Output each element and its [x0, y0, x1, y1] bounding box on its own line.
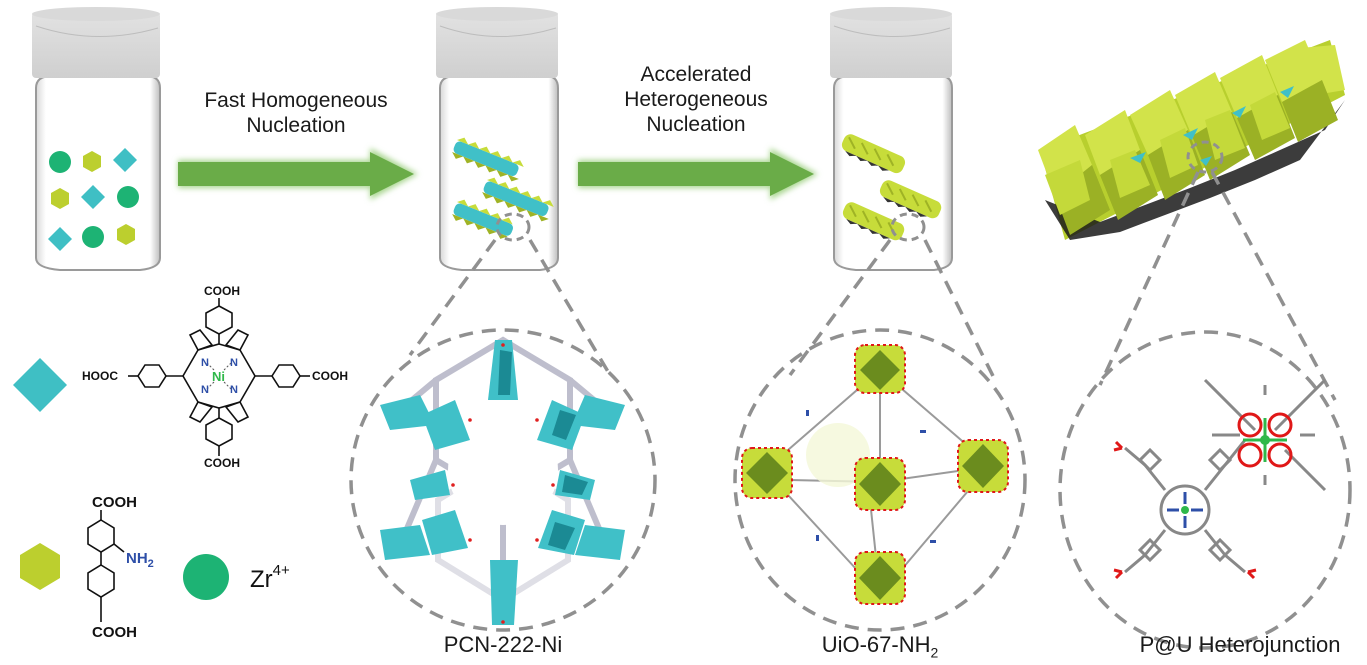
zr-cluster — [854, 457, 906, 511]
tcpp-hooc-left: HOOC — [82, 369, 118, 383]
vial-3 — [830, 7, 953, 271]
pcn-rod — [452, 137, 524, 182]
pu-rod — [842, 202, 905, 241]
zr-ion-circle — [49, 151, 71, 173]
step-2-line-1: Accelerated — [640, 63, 752, 86]
vial-2 — [436, 7, 559, 271]
tcpp-n-2: N — [230, 357, 238, 369]
vial-cap — [436, 7, 558, 78]
step-1-label: Fast Homogeneous Nucleation — [178, 88, 414, 138]
tcpp-metal-ni: Ni — [212, 369, 225, 384]
pu-rod — [879, 180, 942, 219]
arrow-2 — [578, 148, 818, 200]
bpdc-nh2-structure — [87, 510, 125, 622]
uio-label-main: UiO-67-NH — [821, 632, 931, 657]
tcpp-ni-bonds — [205, 361, 233, 391]
tcpp-cooh-top: COOH — [204, 284, 240, 298]
zr-charge: 4+ — [272, 562, 290, 579]
vial-cap — [830, 7, 952, 78]
pu-rod — [841, 134, 906, 174]
zr-cluster — [957, 439, 1009, 493]
pcn-222-ni-framework — [380, 336, 625, 625]
step-1-line-2: Nucleation — [246, 114, 346, 137]
zr-symbol: Zr — [250, 566, 273, 593]
zoom-cone-pcn — [349, 238, 657, 632]
linker-cooh-bottom: COOH — [92, 624, 137, 641]
tcpp-n-3: N — [201, 384, 209, 396]
zoom-cone-pu — [1058, 171, 1352, 650]
zr-cluster — [854, 344, 906, 394]
porphyrin-diamond — [113, 148, 137, 172]
tcpp-n-1: N — [201, 357, 209, 369]
vial-1 — [32, 7, 161, 271]
tcpp-n-4: N — [230, 384, 238, 396]
step-2-line-3: Nucleation — [646, 113, 746, 136]
zoom-cone-uio — [733, 238, 1027, 632]
arrow-1 — [178, 148, 418, 200]
linker-hexagon — [83, 151, 101, 172]
zr-ion-circle — [117, 186, 139, 208]
zr-ion-circle — [82, 226, 104, 248]
tcpp-ni-structure — [128, 298, 310, 456]
tcpp-cooh-bottom: COOH — [204, 456, 240, 470]
step-1-line-1: Fast Homogeneous — [204, 89, 388, 112]
uio-label-subscript: 2 — [930, 644, 939, 661]
linker-nh2: NH2 — [126, 550, 154, 570]
porphyrin-diamond — [81, 185, 105, 209]
pu-heterojunction-molecule — [1113, 378, 1327, 580]
tcpp-cooh-right: COOH — [312, 369, 348, 383]
linker-hexagon — [51, 188, 69, 209]
step-2-label: Accelerated Heterogeneous Nucleation — [578, 62, 814, 137]
zr-ion-label: Zr4+ — [250, 562, 290, 594]
linker-nh2-main: NH — [126, 550, 148, 567]
heterojunction-rod — [1038, 40, 1345, 240]
legend-hexagon — [20, 543, 60, 590]
linker-cooh-top: COOH — [92, 494, 137, 511]
uio-67-nh2-label: UiO-67-NH2 — [780, 632, 980, 660]
legend-diamond — [13, 358, 67, 412]
pcn-rod — [482, 177, 554, 222]
pu-heterojunction-label: P@U Heterojunction — [1139, 632, 1341, 657]
zr-cluster — [854, 551, 906, 605]
zr-cluster — [741, 447, 793, 499]
step-2-line-2: Heterogeneous — [624, 88, 768, 111]
linker-nh2-subscript: 2 — [147, 558, 154, 570]
pcn-222-ni-label: PCN-222-Ni — [443, 632, 563, 657]
legend-circle — [183, 554, 229, 600]
linker-hexagon — [117, 224, 135, 245]
uio-67-nh2-framework — [741, 344, 1009, 605]
pcn-rod — [452, 199, 513, 239]
vial-cap — [32, 7, 160, 78]
porphyrin-diamond — [48, 227, 72, 251]
